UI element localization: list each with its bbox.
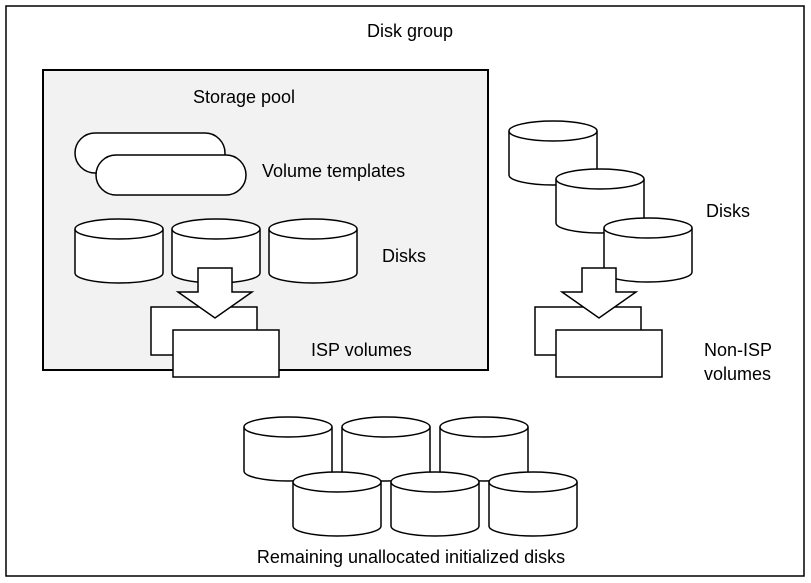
unallocated-disks-label: Remaining unallocated initialized disks: [257, 547, 565, 567]
pool-arrow-icon: [175, 267, 255, 319]
volume-templates-icon: [74, 132, 247, 196]
pool-disks-label: Disks: [382, 246, 426, 266]
unallocated-disk-icon: [292, 471, 382, 537]
disk-group-label: Disk group: [367, 21, 453, 41]
unallocated-disk-icon: [488, 471, 578, 537]
volume-templates-label: Volume templates: [262, 161, 405, 181]
non-isp-volumes-label-line2: volumes: [704, 364, 771, 384]
unallocated-disk-icon: [390, 471, 480, 537]
isp-volumes-label: ISP volumes: [311, 340, 412, 360]
outside-disks-label: Disks: [706, 201, 750, 221]
outside-disk-icon: [603, 217, 693, 283]
unallocated-disk-icon: [341, 416, 431, 482]
pool-disk-icon: [74, 218, 164, 284]
pool-disk-icon: [268, 218, 358, 284]
unallocated-disks: [243, 416, 578, 537]
isp-volume-front: [172, 329, 280, 378]
unallocated-disk-icon: [243, 416, 333, 482]
non-isp-volumes-label-line1: Non-ISP: [704, 340, 772, 360]
non-isp-volume-front: [555, 329, 663, 378]
unallocated-disk-icon: [439, 416, 529, 482]
storage-pool-label: Storage pool: [193, 87, 295, 107]
outside-arrow-icon: [559, 267, 639, 319]
